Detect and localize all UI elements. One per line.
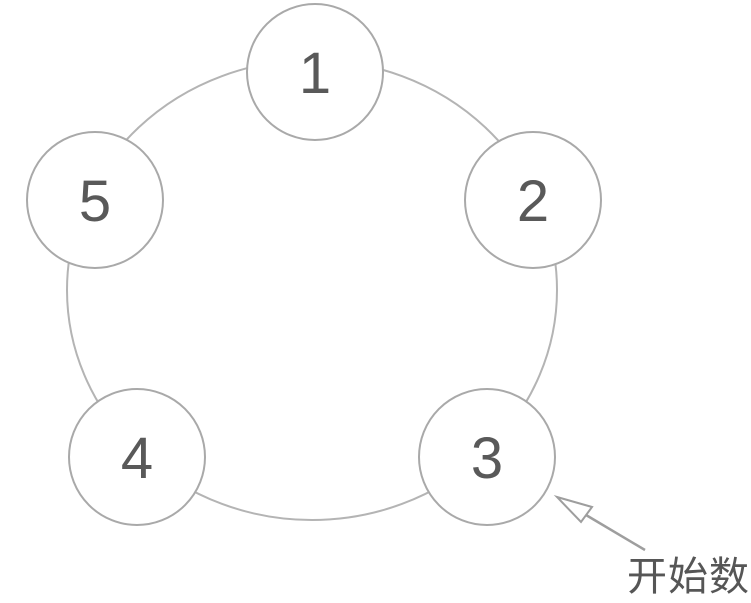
node-1-circle [246, 3, 384, 141]
node-4: 4 [68, 388, 206, 526]
node-1: 1 [246, 3, 384, 141]
node-4-circle [68, 388, 206, 526]
start-arrow-icon [553, 495, 646, 552]
node-3: 3 [418, 388, 556, 526]
node-3-label: 3 [471, 426, 503, 491]
node-1-label: 1 [299, 41, 331, 106]
node-3-circle [418, 388, 556, 526]
arrow-shaft [585, 513, 646, 552]
node-2-label: 2 [517, 169, 549, 234]
arrow-head-icon [553, 495, 594, 524]
node-5: 5 [26, 131, 164, 269]
node-2: 2 [464, 131, 602, 269]
node-4-label: 4 [121, 426, 153, 491]
node-5-circle [26, 131, 164, 269]
node-5-label: 5 [79, 169, 111, 234]
annotation-start-label: 开始数 [627, 555, 750, 599]
node-2-circle [464, 131, 602, 269]
